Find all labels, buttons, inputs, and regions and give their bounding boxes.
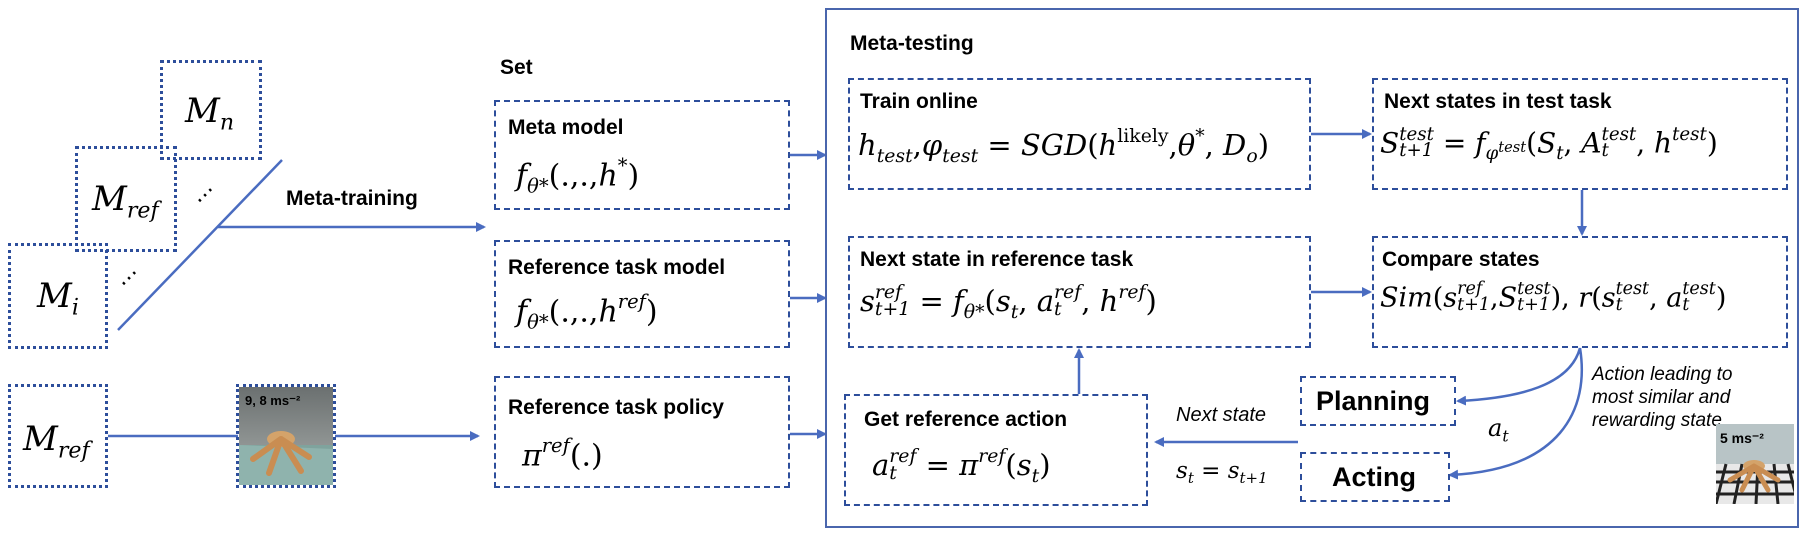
reference-task-policy-title: Reference task policy [508,396,724,419]
reference-task-model-title: Reference task model [508,256,726,279]
reference-environment-thumbnail: 9, 8 ms⁻² [236,384,336,488]
meta-model-formula: fθ*(.,.,h*) [516,154,640,198]
model-m-i-sub: i [71,294,79,321]
train-online-box: Train online htest,φtest = SGD(hlikely,θ… [848,78,1311,190]
compare-to-planning-curve [1456,347,1582,406]
reference-task-policy-formula: πref(.) [522,434,603,474]
model-box-m-ref: Mref [75,146,177,252]
meta-testing-frame [825,8,1799,528]
planning-title: Planning [1316,386,1430,416]
acting-title: Acting [1332,462,1416,492]
model-m-ref-bottom-letter: M [23,419,58,459]
action-a-t-label: at [1488,414,1509,446]
acting-box: Acting [1300,452,1450,502]
next-states-test-title: Next states in test task [1384,90,1612,113]
left-thumb-gravity-label: 9, 8 ms⁻² [245,393,301,408]
planning-box: Planning [1300,376,1456,426]
next-state-edge-label: Next state [1176,404,1267,426]
meta-training-label: Meta-training [286,187,418,210]
reference-task-policy-box: Reference task policy πref(.) [494,376,790,488]
model-m-ref-letter: M [92,179,127,219]
right-thumb-gravity-label: 5 ms⁻² [1720,430,1764,446]
compare-states-title: Compare states [1382,248,1540,271]
model-m-n-sub: n [219,109,235,136]
meta-model-title: Meta model [508,116,624,139]
test-environment-thumbnail: 5 ms⁻² [1716,424,1794,504]
model-m-i-letter: M [37,276,72,316]
test-environment-image [1716,424,1794,504]
model-m-n-letter: M [185,91,220,131]
train-online-formula: htest,φtest = SGD(hlikely,θ*, Do) [858,126,1270,167]
train-online-title: Train online [860,90,978,113]
reference-task-model-box: Reference task model fθ*(.,.,href) [494,240,790,348]
meta-model-box: Meta model fθ*(.,.,h*) [494,100,790,210]
model-m-ref-sub: ref [126,197,159,224]
get-reference-action-title: Get reference action [864,408,1068,431]
model-box-m-n: Mn [160,60,262,160]
reference-environment-image [239,387,333,485]
diagonal-separator [117,159,283,331]
set-label: Set [500,56,533,79]
action-leading-label: Action leading to most similar and rewar… [1592,364,1733,431]
reference-task-model-formula: fθ*(.,.,href) [516,290,658,334]
model-box-m-i: Mi [8,243,108,349]
model-m-ref-bottom-sub: ref [57,437,90,464]
state-update-label: st = st+1 [1176,458,1268,488]
compare-to-acting-curve [1448,347,1584,480]
model-box-m-ref-bottom: Mref [8,384,108,488]
meta-testing-label: Meta-testing [850,32,974,55]
next-state-reference-title: Next state in reference task [860,248,1134,271]
